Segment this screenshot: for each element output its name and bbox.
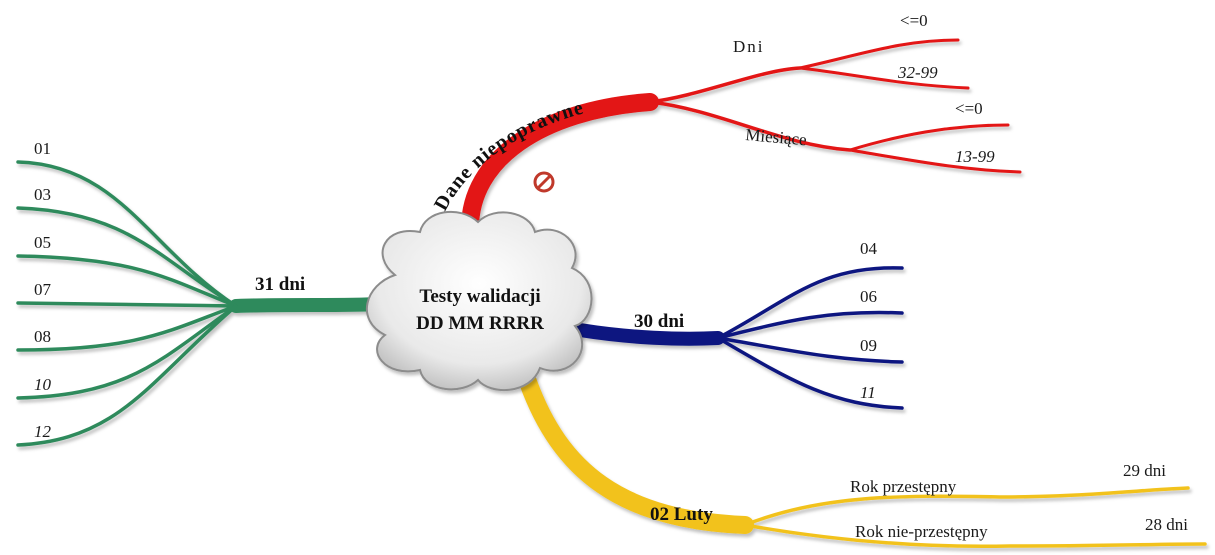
center-subtitle: DD MM RRRR	[416, 313, 544, 334]
leaf-08: 08	[34, 327, 51, 346]
leaf-09: 09	[860, 336, 877, 355]
months-line-low	[848, 123, 1010, 152]
branch-feb-trunk	[519, 373, 754, 534]
leaf-01: 01	[34, 139, 51, 158]
nonleap-line	[743, 523, 1207, 549]
leaf-10: 10	[34, 375, 52, 394]
leaf-line-05	[16, 254, 238, 308]
branch-invalid-trunk	[461, 93, 659, 237]
no-entry-icon	[533, 171, 555, 193]
leaf-line-06	[716, 310, 904, 340]
leap-label: Rok przestępny	[850, 477, 957, 496]
branch-31-trunk	[229, 297, 387, 313]
days-line-low	[798, 38, 960, 70]
cloud-shape	[366, 210, 593, 392]
leaf-06: 06	[860, 287, 877, 306]
months-label: Miesiące	[745, 125, 808, 149]
branch-invalid-connector-months	[648, 100, 852, 152]
leaf-line-12	[16, 304, 238, 447]
days-label: Dni	[733, 37, 765, 56]
leaf-12: 12	[34, 422, 52, 441]
leaf-line-11	[716, 336, 904, 410]
leaf-03: 03	[34, 185, 51, 204]
leaf-line-01	[16, 160, 238, 308]
branch-30-label: 30 dni	[634, 311, 684, 332]
days-line-high	[798, 66, 970, 90]
leaf-07: 07	[34, 280, 52, 299]
branch-feb	[519, 373, 1207, 549]
branch-invalid-connector	[648, 66, 802, 104]
leaf-line-04	[716, 266, 904, 340]
leap-line	[743, 486, 1190, 527]
branch-30-dni	[573, 266, 904, 410]
leaf-05: 05	[34, 233, 51, 252]
leap-value: 29 dni	[1123, 461, 1166, 480]
leaf-line-10	[16, 304, 238, 400]
leaf-11: 11	[860, 383, 876, 402]
leaf-line-03	[16, 206, 238, 308]
months-low: <=0	[955, 99, 983, 118]
days-high: 32-99	[897, 63, 938, 82]
center-title: Testy walidacji	[419, 286, 540, 307]
days-low: <=0	[900, 11, 928, 30]
branch-31-label: 31 dni	[255, 274, 305, 295]
center-cloud	[366, 210, 593, 392]
branch-31-dni	[16, 160, 387, 447]
months-high: 13-99	[955, 147, 995, 166]
branch-invalid	[461, 38, 1022, 237]
leaf-line-07	[16, 301, 238, 308]
nonleap-value: 28 dni	[1145, 515, 1188, 534]
leaf-line-09	[716, 336, 904, 364]
leaf-04: 04	[860, 239, 878, 258]
branch-feb-label: 02 Luty	[650, 504, 713, 525]
leaf-line-08	[16, 304, 238, 352]
branch-30-trunk	[573, 323, 725, 346]
months-line-high	[848, 148, 1022, 174]
nonleap-label: Rok nie-przestępny	[855, 522, 988, 541]
